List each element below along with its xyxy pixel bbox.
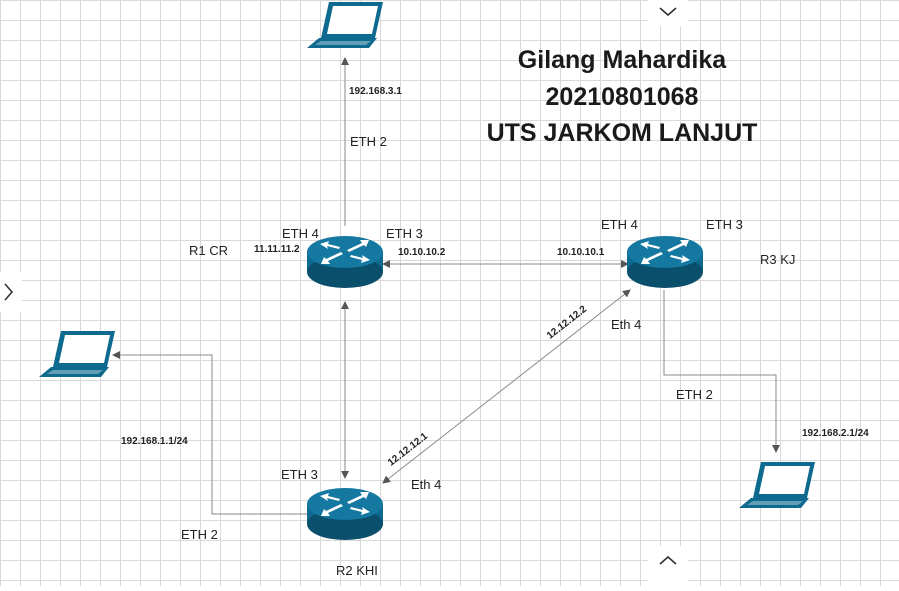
router-r2-label: R2 KHI	[336, 563, 378, 578]
port-r2-eth3: ETH 3	[281, 467, 318, 482]
scroll-down-control[interactable]	[648, 546, 688, 586]
ip-r3-lan: 192.168.2.1/24	[802, 428, 869, 439]
port-r3-eth4: ETH 4	[601, 217, 638, 232]
link-r3-laptop-right	[663, 290, 780, 453]
router-r3-icon[interactable]	[627, 236, 703, 288]
ip-r3-r1: 10.10.10.1	[557, 247, 605, 258]
laptop-top-icon[interactable]	[307, 2, 383, 50]
ip-r1-lan: 192.168.3.1	[349, 86, 402, 97]
chevron-right-icon	[4, 283, 14, 301]
title-name: Gilang Mahardika	[517, 46, 727, 74]
ip-r1-eth4: 11.11.11.2	[254, 244, 300, 255]
link-r2-r3	[382, 289, 631, 484]
router-r3-label: R3 KJ	[760, 252, 796, 267]
chevron-up-icon	[659, 555, 677, 565]
port-r1-eth2: ETH 2	[350, 134, 387, 149]
port-r1-eth4: ETH 4	[282, 226, 319, 241]
port-r2-eth2: ETH 2	[181, 527, 218, 542]
title-subject: UTS JARKOM LANJUT	[486, 119, 758, 147]
scroll-up-control[interactable]	[648, 0, 688, 26]
router-r1-icon[interactable]	[307, 236, 383, 288]
side-panel-toggle[interactable]	[0, 272, 22, 312]
port-r3-eth2: ETH 2	[676, 387, 713, 402]
router-r2-icon[interactable]	[307, 488, 383, 540]
router-r1-label: R1 CR	[189, 243, 229, 258]
laptop-right-icon[interactable]	[739, 461, 815, 511]
chevron-down-icon	[659, 7, 677, 17]
ip-r2-lan: 192.168.1.1/24	[121, 436, 188, 447]
ip-r1-r3: 10.10.10.2	[398, 247, 446, 258]
port-r3-eth3: ETH 3	[706, 217, 743, 232]
port-r1-eth3: ETH 3	[386, 226, 423, 241]
link-r2-laptop-left	[112, 351, 307, 515]
title-id: 20210801068	[545, 83, 699, 111]
port-r2-eth4: Eth 4	[411, 477, 442, 492]
port-r3-eth4-lower: Eth 4	[611, 317, 642, 332]
laptop-left-icon[interactable]	[39, 330, 115, 380]
